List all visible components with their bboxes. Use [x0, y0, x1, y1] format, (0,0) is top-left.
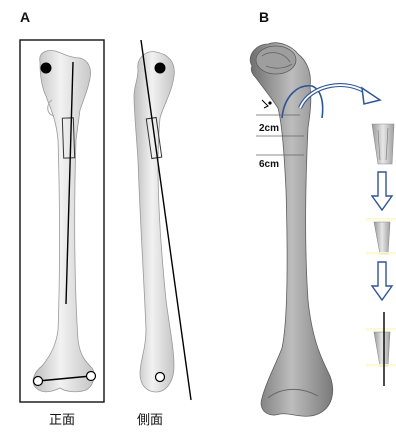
panel-a-label: A: [20, 9, 30, 25]
side-head-marker: [155, 63, 166, 74]
front-view-label: 正面: [49, 413, 75, 428]
down-arrow-1: [372, 172, 392, 210]
bone-segment-3: [366, 312, 396, 386]
side-femur: [134, 40, 191, 400]
mark-2cm: 2cm: [259, 123, 279, 134]
head-marker: [41, 63, 52, 74]
down-arrow-2: [372, 262, 392, 300]
panel-b-label: B: [259, 9, 269, 25]
femur-3d: [250, 43, 332, 417]
front-femur: [33, 50, 95, 391]
bone-segment-1: [372, 124, 394, 164]
curved-arrow-head: [362, 88, 380, 104]
bone-segment-2: [366, 218, 396, 258]
mark-6cm: 6cm: [259, 159, 279, 170]
side-view-label: 側面: [137, 413, 163, 428]
